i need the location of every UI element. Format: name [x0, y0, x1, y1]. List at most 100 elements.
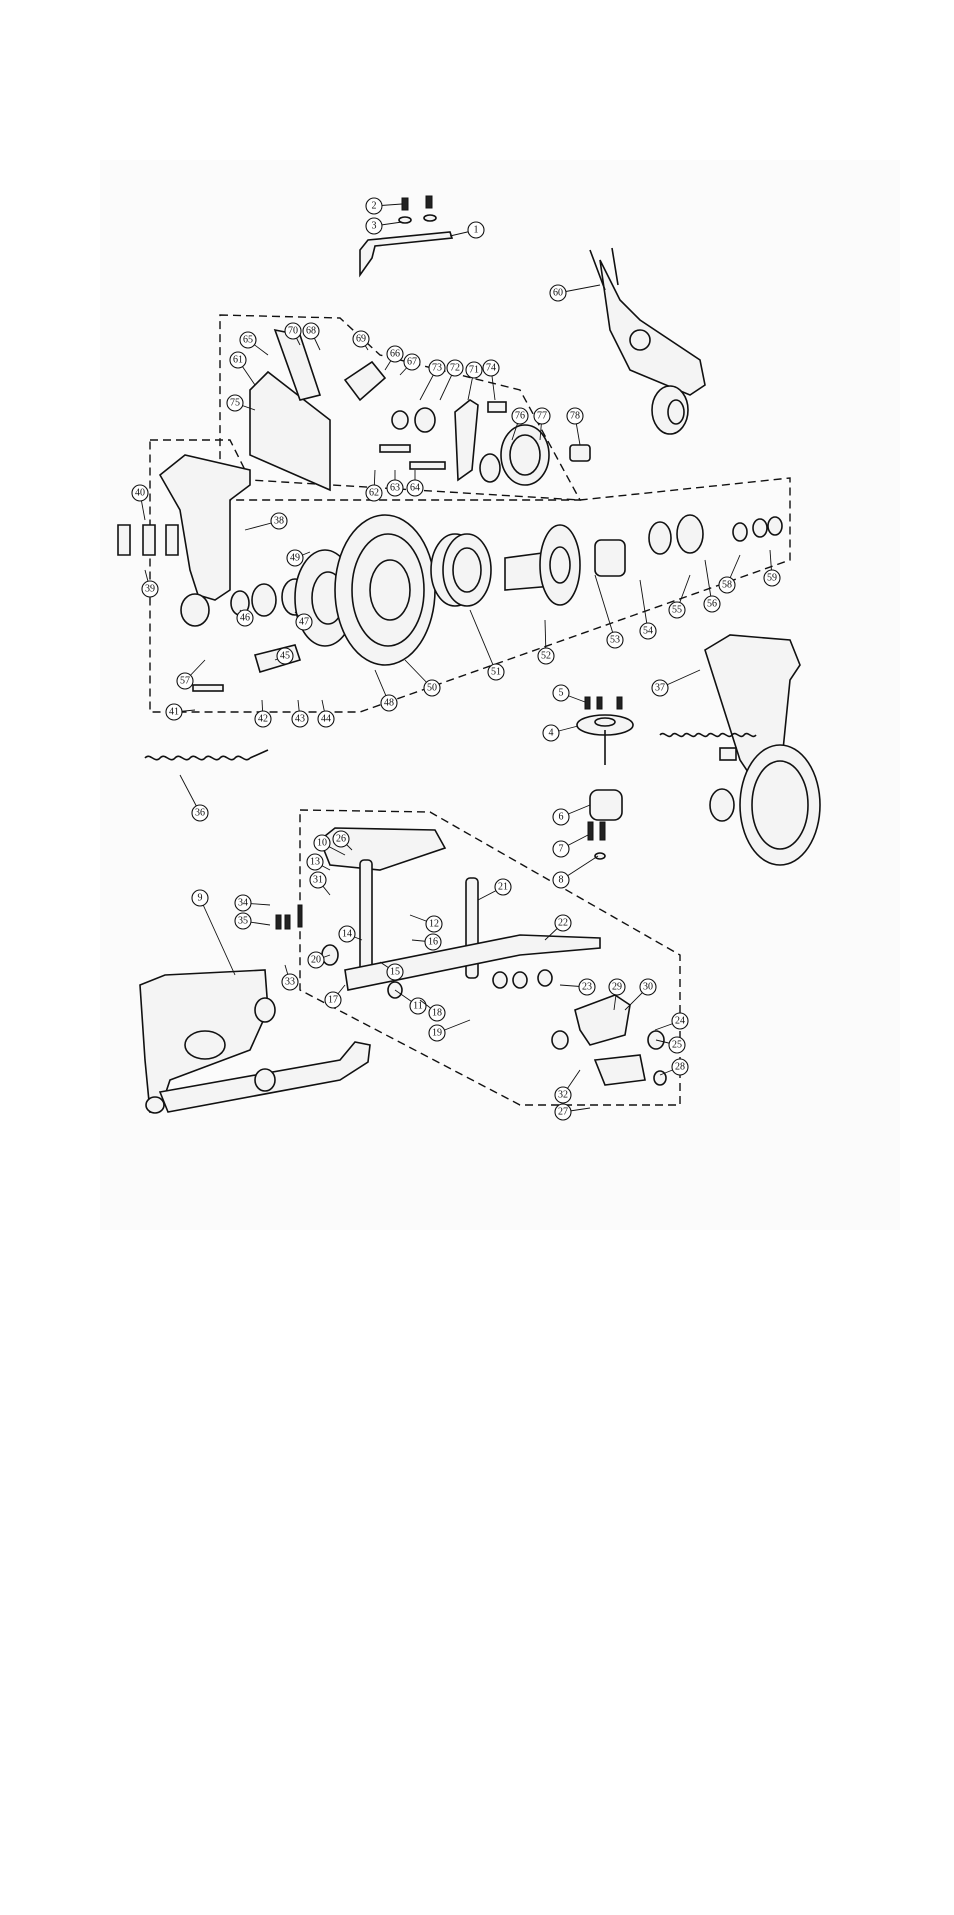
callout-circle [668, 1036, 686, 1054]
callout-circle [671, 1012, 689, 1030]
callout-circle [313, 834, 331, 852]
callout-circle [639, 622, 657, 640]
callout-circle [307, 951, 325, 969]
callout-34: 34 [234, 894, 271, 912]
callout-circle [236, 609, 254, 627]
callout-circle [566, 407, 584, 425]
callout-circle [552, 871, 570, 889]
callout-76: 76 [511, 407, 529, 441]
callout-circle [608, 978, 626, 996]
callout-number: 55 [672, 605, 682, 616]
callout-circle [578, 978, 596, 996]
callout-leader [469, 609, 497, 673]
callout-circle [549, 284, 567, 302]
callout-number: 43 [295, 714, 305, 725]
callout-circle [286, 549, 304, 567]
callout-31: 31 [309, 871, 331, 896]
callout-number: 39 [145, 584, 155, 595]
callout-77: 77 [533, 407, 551, 441]
callout-number: 45 [280, 651, 290, 662]
callout-number: 29 [612, 982, 622, 993]
callout-circle [552, 808, 570, 826]
callout-41: 41 [165, 703, 196, 721]
callout-number: 12 [429, 919, 439, 930]
callout-number: 61 [233, 355, 243, 366]
callout-number: 35 [238, 916, 248, 927]
callout-number: 16 [428, 937, 438, 948]
callout-number: 62 [369, 488, 379, 499]
callout-number: 25 [672, 1040, 682, 1051]
callout-53: 53 [594, 574, 624, 649]
callout-number: 23 [582, 982, 592, 993]
callout-number: 32 [558, 1090, 568, 1101]
callout-14: 14 [338, 925, 363, 943]
callout-42: 42 [254, 699, 272, 728]
callout-number: 40 [135, 488, 145, 499]
callout-number: 58 [722, 580, 732, 591]
callout-56: 56 [703, 559, 721, 613]
callout-19: 19 [428, 1019, 471, 1042]
callout-9: 9 [191, 889, 236, 976]
callout-number: 24 [675, 1016, 685, 1027]
callout-33: 33 [281, 964, 299, 991]
callout-number: 76 [515, 411, 525, 422]
callout-circle [295, 613, 313, 631]
callout-circle [229, 351, 247, 369]
callout-circle [191, 804, 209, 822]
callout-55: 55 [668, 574, 691, 619]
callout-6: 6 [552, 804, 591, 826]
callout-circle [317, 710, 335, 728]
callout-number: 34 [238, 898, 248, 909]
callout-circle [763, 569, 781, 587]
callout-57: 57 [176, 659, 206, 690]
callout-17: 17 [324, 984, 346, 1009]
lower-linkage-parts [275, 827, 667, 1086]
callout-61: 61 [229, 351, 256, 386]
callout-number: 65 [243, 335, 253, 346]
callout-circle [338, 925, 356, 943]
callout-number: 50 [427, 683, 437, 694]
callout-number: 3 [372, 221, 377, 232]
callout-4: 4 [542, 724, 579, 742]
callout-number: 67 [407, 357, 417, 368]
callout-65: 65 [239, 331, 269, 356]
callout-number: 20 [311, 955, 321, 966]
callout-circle [428, 359, 446, 377]
callout-number: 46 [240, 613, 250, 624]
callout-18: 18 [419, 999, 446, 1022]
top-bracket [359, 195, 454, 278]
callout-circle [425, 915, 443, 933]
callout-number: 22 [558, 918, 568, 929]
callout-circle [234, 894, 252, 912]
callout-27: 27 [554, 1103, 591, 1121]
callout-43: 43 [291, 699, 309, 728]
callout-circle [284, 322, 302, 340]
callout-circle [718, 576, 736, 594]
callout-45: 45 [274, 647, 294, 665]
callout-8: 8 [552, 855, 599, 889]
upper-plate-assembly [249, 328, 591, 492]
center-stud-assembly [576, 696, 634, 860]
callout-circle [668, 601, 686, 619]
callout-10: 10 [313, 834, 346, 856]
callout-number: 53 [610, 635, 620, 646]
callout-64: 64 [406, 470, 424, 497]
callout-circle [165, 703, 183, 721]
callout-circle [511, 407, 529, 425]
callout-circle [234, 912, 252, 930]
callout-circle [606, 631, 624, 649]
callout-number: 10 [317, 838, 327, 849]
callout-circle [424, 933, 442, 951]
callout-66: 66 [384, 345, 404, 371]
callout-38: 38 [244, 512, 288, 531]
callout-circle [380, 694, 398, 712]
callout-number: 68 [306, 326, 316, 337]
callout-number: 11 [413, 1001, 423, 1012]
callout-50: 50 [404, 659, 441, 697]
callout-layer: 1234567891011121314151617181920212223242… [131, 197, 781, 1121]
callout-circle [554, 1086, 572, 1104]
callout-circle [554, 914, 572, 932]
callout-circle [386, 345, 404, 363]
callout-13: 13 [306, 853, 331, 871]
callout-62: 62 [365, 469, 383, 502]
